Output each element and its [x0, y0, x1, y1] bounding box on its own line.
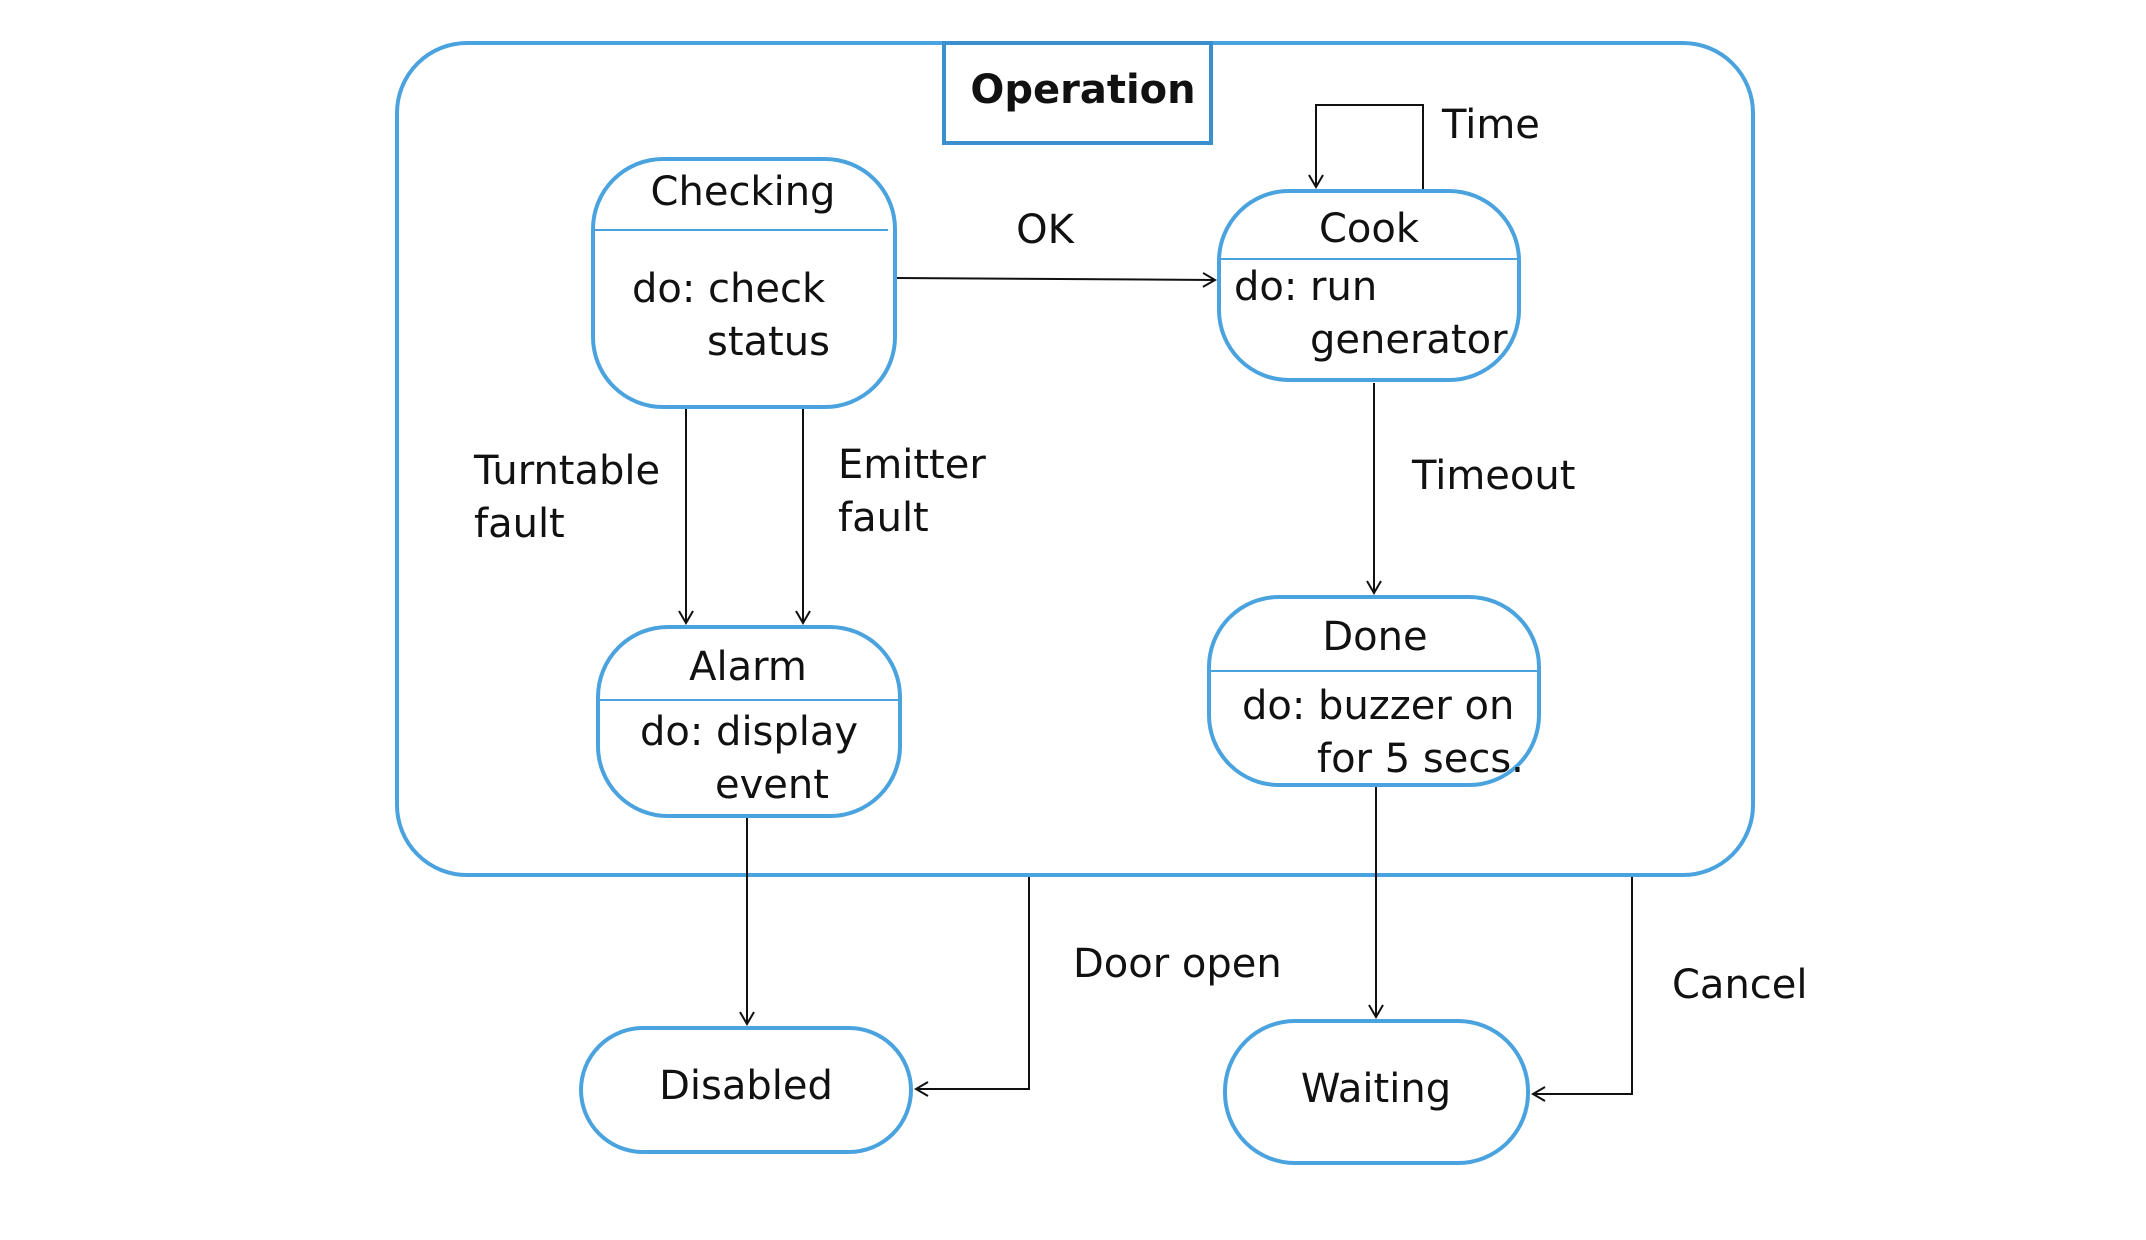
waiting-name: Waiting	[1301, 1066, 1451, 1112]
transition-cancel-label: Cancel	[1672, 962, 1808, 1008]
state-done: Done do: buzzer on for 5 secs.	[1207, 595, 1541, 787]
transition-ok-label: OK	[1016, 207, 1075, 253]
waiting-box	[1223, 1019, 1530, 1165]
transition-turntable-fault-label-line2: fault	[474, 501, 565, 547]
transition-emitter-fault-label-line1: Emitter	[838, 442, 986, 488]
done-box	[1207, 595, 1541, 787]
alarm-activity-line1: do: display	[640, 709, 858, 755]
transition-ok-arrow	[896, 272, 1217, 288]
transition-timeout-label: Timeout	[1411, 453, 1575, 499]
state-alarm: Alarm do: display event	[596, 625, 902, 818]
transition-cancel-arrow	[1531, 877, 1633, 1102]
done-activity-line1: do: buzzer on	[1242, 683, 1514, 729]
transition-time-label: Time	[1441, 102, 1540, 148]
checking-activity-line1: do: check	[632, 266, 826, 312]
cook-activity-line2: generator	[1310, 317, 1508, 363]
transition-door-open-label: Door open	[1073, 941, 1282, 987]
disabled-name: Disabled	[659, 1063, 833, 1109]
disabled-box	[579, 1026, 913, 1154]
checking-name: Checking	[651, 169, 836, 215]
cook-activity-line1: do: run	[1234, 264, 1377, 310]
alarm-name: Alarm	[689, 644, 807, 690]
alarm-box	[596, 625, 902, 818]
cook-name: Cook	[1319, 206, 1420, 252]
transition-turntable-fault-label-line1: Turntable	[473, 448, 660, 494]
transition-door-open-arrow	[914, 877, 1030, 1097]
state-cook: Cook do: run generator	[1217, 189, 1521, 382]
state-checking: Checking do: check status	[591, 157, 897, 409]
transition-emitter-fault-label-line2: fault	[838, 495, 929, 541]
done-name: Done	[1322, 614, 1427, 660]
state-waiting: Waiting	[1223, 1019, 1530, 1165]
checking-box	[591, 157, 897, 409]
state-disabled: Disabled	[579, 1026, 913, 1154]
operation-title: Operation	[970, 67, 1195, 113]
cook-box	[1217, 189, 1521, 382]
alarm-activity-line2: event	[715, 762, 829, 808]
transition-time-self-loop	[1308, 104, 1424, 189]
done-activity-line2: for 5 secs.	[1317, 736, 1524, 782]
checking-activity-line2: status	[707, 319, 830, 365]
operation-title-box	[942, 41, 1213, 145]
